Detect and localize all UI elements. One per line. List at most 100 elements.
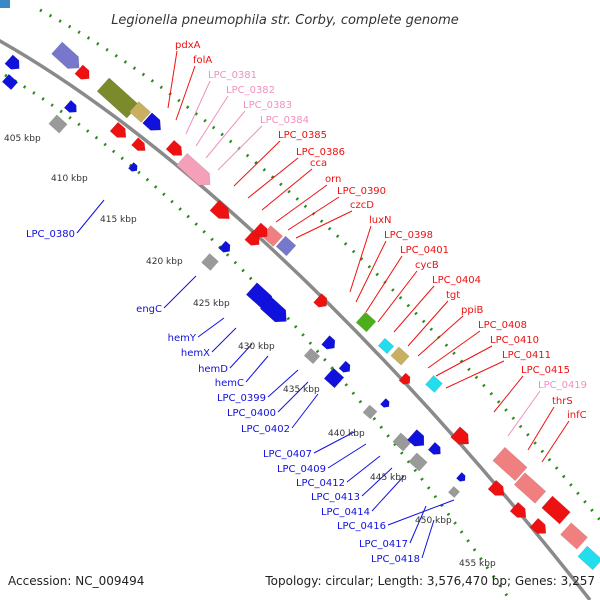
gene-label: LPC_0408	[478, 320, 527, 331]
leader-line	[175, 65, 196, 121]
gene-feature	[109, 121, 127, 138]
gene-feature	[509, 501, 527, 518]
leader-line	[407, 300, 449, 347]
leader-line	[445, 360, 505, 389]
label-leader-lines	[76, 50, 570, 559]
gene-feature	[455, 471, 466, 482]
genome-summary: Topology: circular; Length: 3,576,470 bp…	[264, 574, 595, 588]
leader-line	[245, 355, 269, 383]
gene-feature	[355, 311, 377, 333]
accession-label: Accession: NC_009494	[8, 574, 144, 588]
leader-line	[377, 270, 418, 323]
gene-label: LPC_0412	[296, 478, 345, 489]
gene-label: LPC_0390	[337, 186, 386, 197]
gene-label: LPC_0414	[321, 507, 370, 518]
leader-line	[211, 327, 237, 353]
leader-line	[205, 110, 246, 159]
kbp-label: 420 kbp	[146, 257, 183, 267]
leader-line	[361, 467, 393, 497]
leader-line	[197, 317, 225, 338]
gene-feature	[74, 64, 90, 80]
gene-feature	[362, 404, 378, 420]
leader-line	[217, 125, 263, 171]
gene-feature	[427, 441, 441, 455]
gene-feature	[129, 101, 151, 123]
tick-track	[39, 8, 600, 521]
gene-label: hemC	[215, 378, 244, 389]
gene-feature	[321, 335, 336, 350]
gene-feature	[492, 446, 528, 482]
gene-label: infC	[567, 410, 587, 421]
gene-label: LPC_0400	[227, 408, 276, 419]
gene-feature	[450, 426, 469, 445]
kbp-label: 425 kbp	[193, 299, 230, 309]
leader-line	[295, 210, 353, 239]
gene-feature	[1, 73, 19, 91]
gene-label: LPC_0399	[217, 393, 266, 404]
gene-label: LPC_0380	[26, 229, 75, 240]
gene-label: LPC_0410	[490, 335, 539, 346]
kbp-label: 435 kbp	[283, 385, 320, 395]
gene-feature	[513, 472, 547, 504]
gene-label: cca	[310, 158, 327, 169]
gene-label: LPC_0409	[277, 464, 326, 475]
leader-line	[493, 375, 524, 413]
leader-line	[229, 343, 253, 369]
leader-line	[435, 345, 493, 377]
gene-label: LPC_0417	[359, 539, 408, 550]
kbp-label: 410 kbp	[51, 174, 88, 184]
kbp-label: 415 kbp	[100, 215, 137, 225]
leader-line	[291, 393, 319, 429]
gene-features	[1, 41, 600, 571]
gene-feature	[4, 54, 20, 70]
gene-label: LPC_0402	[241, 424, 290, 435]
leader-line	[287, 196, 340, 231]
leader-line	[427, 330, 481, 369]
leader-line	[527, 406, 555, 451]
leader-line	[541, 420, 570, 463]
gene-label: tgt	[446, 290, 460, 301]
gene-feature	[252, 222, 268, 238]
gene-label: LPC_0398	[384, 230, 433, 241]
leader-line	[417, 315, 464, 357]
leader-line	[409, 505, 427, 544]
gene-feature	[541, 495, 571, 525]
gene-feature	[259, 296, 287, 323]
kbp-label: 455 kbp	[459, 559, 496, 569]
gene-feature	[165, 139, 183, 156]
gene-feature	[176, 152, 211, 186]
gene-label: LPC_0419	[538, 380, 587, 391]
gene-feature	[377, 337, 395, 355]
gene-feature	[51, 41, 80, 69]
gene-label: czcD	[350, 200, 374, 211]
gene-feature	[244, 230, 260, 246]
gene-label: LPC_0386	[296, 147, 345, 158]
gene-label: ppiB	[461, 305, 483, 316]
leader-line	[507, 390, 541, 437]
gene-label: LPC_0416	[337, 521, 386, 532]
gene-label: hemY	[168, 333, 197, 344]
leader-line	[327, 443, 367, 469]
gene-label: LPC_0384	[260, 115, 309, 126]
gene-feature	[529, 517, 547, 534]
leader-line	[195, 95, 229, 147]
leader-line	[313, 431, 355, 454]
gene-label: hemD	[198, 364, 228, 375]
gene-labels: pdxAfolALPC_0381LPC_0382LPC_0383LPC_0384…	[26, 40, 587, 565]
leader-line	[267, 369, 299, 398]
gene-label: luxN	[369, 215, 392, 226]
corner-fragment	[0, 0, 10, 8]
gene-label: folA	[193, 55, 212, 66]
gene-label: LPC_0413	[311, 492, 360, 503]
gene-feature	[407, 429, 425, 447]
gene-feature	[127, 161, 138, 172]
gene-feature	[313, 293, 328, 308]
gene-feature	[447, 485, 461, 499]
gene-label: LPC_0404	[432, 275, 481, 286]
gene-feature	[425, 375, 443, 393]
leader-line	[277, 381, 309, 413]
gene-feature	[63, 99, 77, 113]
gene-feature	[323, 367, 345, 389]
